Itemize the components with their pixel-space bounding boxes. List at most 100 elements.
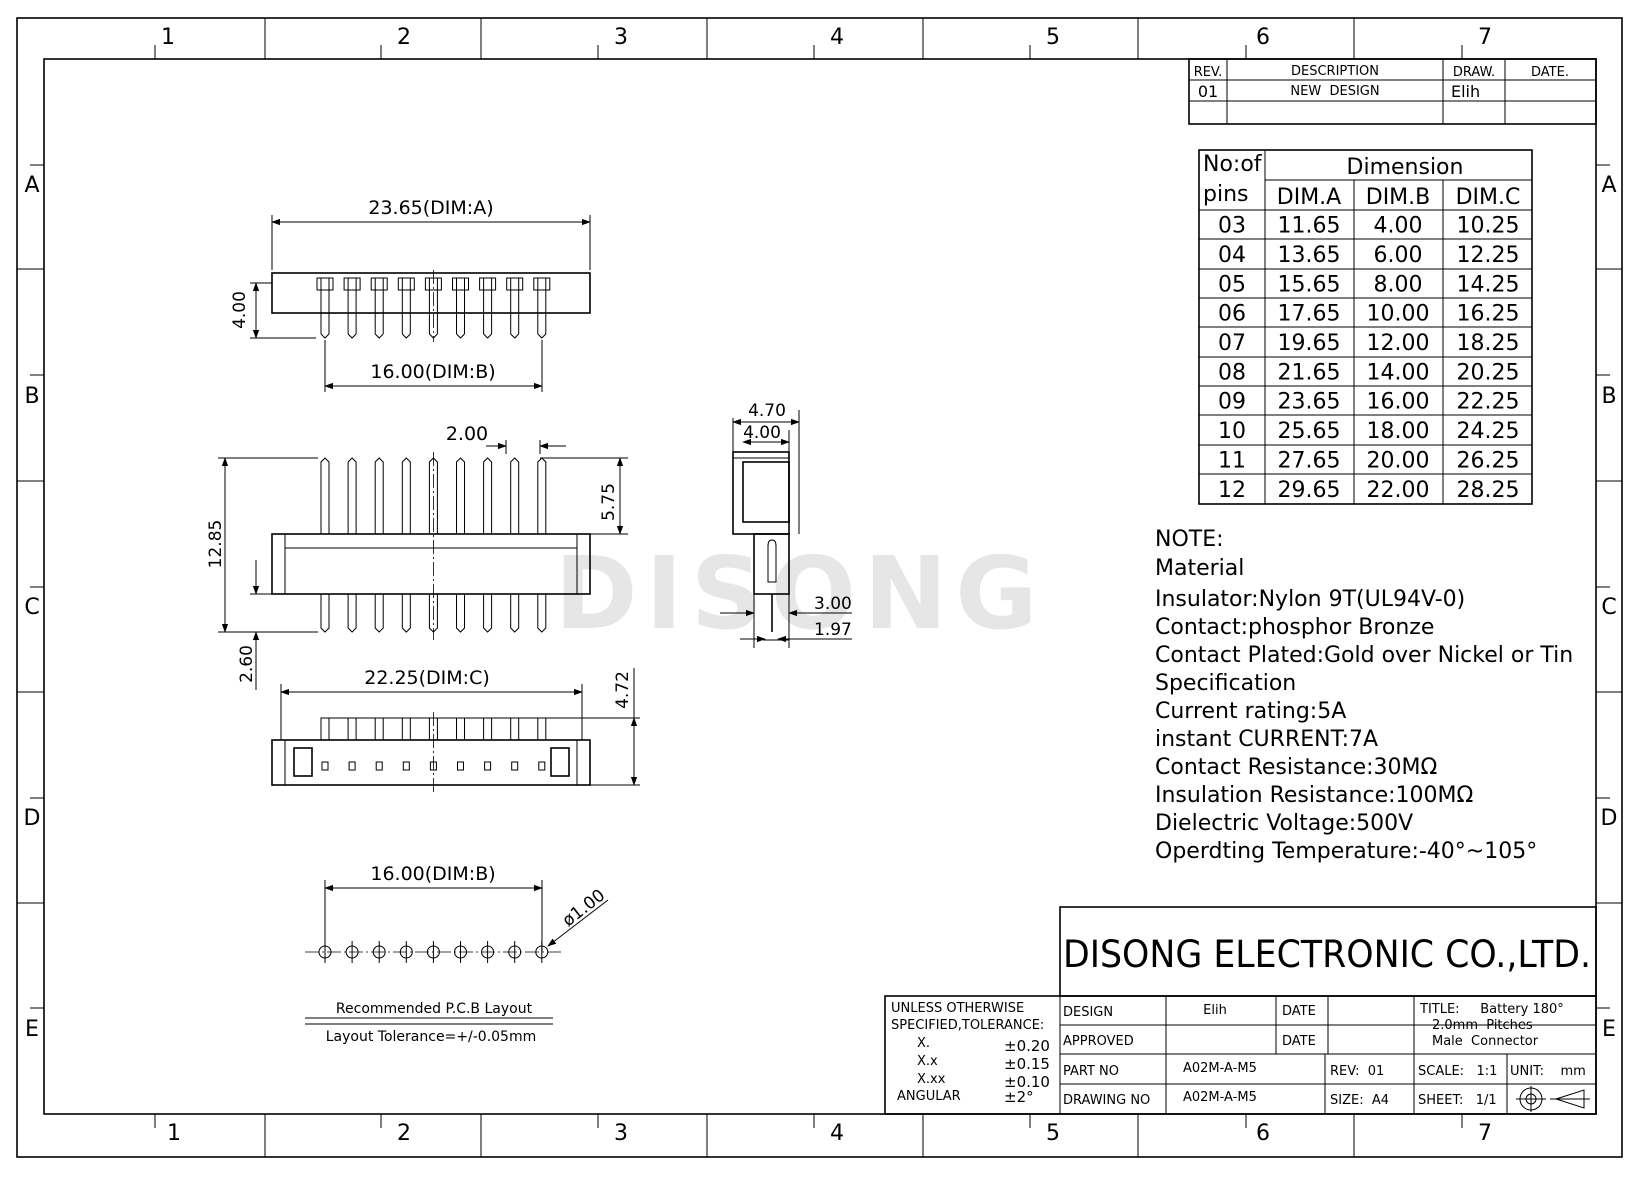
dimension-cell: 27.65 <box>1278 449 1341 474</box>
zone-col-bottom: 5 <box>1046 1121 1060 1146</box>
pin-count-cell: 09 <box>1218 390 1246 415</box>
company-name: DISONG ELECTRONIC CO.,LTD. <box>1063 933 1591 976</box>
revision-block: REV. DESCRIPTION DRAW. DATE. 01 NEW DESI… <box>1188 58 1597 125</box>
pcb-layout-title: Recommended P.C.B Layout <box>336 1001 533 1017</box>
pcb-hole <box>345 941 359 963</box>
side-width-1: 4.70 <box>748 401 786 421</box>
scale-field: SCALE: 1:1 <box>1418 1064 1497 1079</box>
rev-header: REV. <box>1194 65 1223 80</box>
pin <box>347 717 357 771</box>
dimension-cell: 16.00 <box>1367 390 1430 415</box>
zone-col-bottom: 6 <box>1256 1121 1270 1146</box>
rev-value: 01 <box>1198 82 1218 101</box>
top-view-pins <box>316 270 551 342</box>
dimension-cell: 22.25 <box>1457 390 1520 415</box>
front-view: 12.85 5.75 2.60 2.00 <box>206 423 628 690</box>
pin <box>510 717 520 771</box>
body-height-label: 4.72 <box>613 671 633 709</box>
dimension-cell: 4.00 <box>1374 214 1423 239</box>
dim-a-header: DIM.A <box>1277 185 1341 210</box>
pcb-hole <box>399 941 413 963</box>
pin-count-cell: 05 <box>1218 273 1246 298</box>
pin-count-cell: 12 <box>1218 478 1246 503</box>
note-line: Contact:phosphor Bronze <box>1155 615 1434 640</box>
note-line: Contact Plated:Gold over Nickel or Tin <box>1155 643 1573 668</box>
zone-row-right: D <box>1601 806 1618 831</box>
zone-row-left: C <box>24 595 39 620</box>
zone-row-right: C <box>1601 595 1616 620</box>
pcb-dim-b-label: 16.00(DIM:B) <box>370 863 495 885</box>
pin <box>401 457 411 633</box>
pcb-hole <box>318 941 332 963</box>
dim-b-label: 16.00(DIM:B) <box>370 361 495 383</box>
dimension-cell: 22.00 <box>1367 478 1430 503</box>
pin <box>456 717 465 771</box>
pin <box>533 277 551 339</box>
pins-header-1: No:of <box>1203 152 1263 177</box>
pcb-hole <box>508 941 522 963</box>
note-line: Current rating:5A <box>1155 699 1346 724</box>
drawing-frame <box>16 17 1623 1158</box>
tolerance-key: X.xx <box>917 1072 946 1087</box>
pin <box>343 277 361 339</box>
zone-col-top: 5 <box>1046 25 1060 50</box>
pcb-hole <box>372 941 386 963</box>
pcb-layout-tolerance: Layout Tolerance=+/-0.05mm <box>326 1029 536 1045</box>
zone-col-bottom: 3 <box>614 1121 628 1146</box>
dim-c-label: 22.25(DIM:C) <box>364 667 490 689</box>
dimension-cell: 21.65 <box>1278 361 1341 386</box>
zone-col-top: 6 <box>1256 25 1270 50</box>
zone-col-top: 2 <box>397 25 411 50</box>
dimension-cell: 18.25 <box>1457 331 1520 356</box>
tolerance-key: X.x <box>917 1054 938 1069</box>
pin <box>397 277 415 339</box>
zone-col-bottom: 4 <box>830 1121 844 1146</box>
bottom-view-pins <box>320 712 547 794</box>
design-value: Elih <box>1203 1003 1227 1018</box>
dimension-cell: 20.00 <box>1367 449 1430 474</box>
pin-count-cell: 11 <box>1218 449 1246 474</box>
pin-count-cell: 10 <box>1218 419 1246 444</box>
tolerance-value: ±2° <box>1004 1088 1034 1106</box>
pin <box>537 457 547 633</box>
zone-row-left: B <box>24 384 39 409</box>
date-header: DATE. <box>1531 65 1569 80</box>
pin <box>374 457 384 633</box>
date-label: DATE <box>1282 1034 1316 1049</box>
zone-col-top: 3 <box>614 25 628 50</box>
pcb-hole <box>481 941 495 963</box>
dimension-cell: 10.25 <box>1457 214 1520 239</box>
dimension-cell: 11.65 <box>1278 214 1341 239</box>
drawing-no-label: DRAWING NO <box>1063 1093 1150 1108</box>
pin <box>506 277 524 339</box>
title-block: DISONG ELECTRONIC CO.,LTD. UNLESS OTHERW… <box>884 906 1597 1115</box>
side-depth-1: 3.00 <box>814 594 852 614</box>
pcb-hole <box>535 941 549 963</box>
notes: NOTE: Material Insulator:Nylon 9T(UL94V-… <box>1155 527 1573 864</box>
dimension-cell: 17.65 <box>1278 302 1341 327</box>
pin <box>428 452 438 640</box>
note-heading: NOTE: <box>1155 527 1224 552</box>
pin <box>483 457 493 633</box>
zone-row-left: D <box>24 806 41 831</box>
note-line: Insulation Resistance:100MΩ <box>1155 783 1473 808</box>
side-depth-2: 1.97 <box>814 620 852 640</box>
zone-row-right: A <box>1601 173 1616 198</box>
zone-col-bottom: 1 <box>167 1121 181 1146</box>
dimension-cell: 12.25 <box>1457 243 1520 268</box>
pin <box>452 277 469 339</box>
watermark: DISONG <box>554 535 1045 652</box>
pcb-hole <box>454 941 467 963</box>
pins-header-2: pins <box>1203 182 1248 207</box>
dimension-cell: 28.25 <box>1457 478 1520 503</box>
draw-header: DRAW. <box>1453 65 1495 80</box>
front-view-pins <box>320 452 547 640</box>
dim-a-label: 23.65(DIM:A) <box>368 197 493 219</box>
dimension-cell: 16.25 <box>1457 302 1520 327</box>
note-line: Insulator:Nylon 9T(UL94V-0) <box>1155 587 1465 612</box>
dimension-cell: 26.25 <box>1457 449 1520 474</box>
side-width-2: 4.00 <box>743 423 781 443</box>
zone-col-bottom: 2 <box>397 1121 411 1146</box>
dimension-cell: 8.00 <box>1374 273 1423 298</box>
